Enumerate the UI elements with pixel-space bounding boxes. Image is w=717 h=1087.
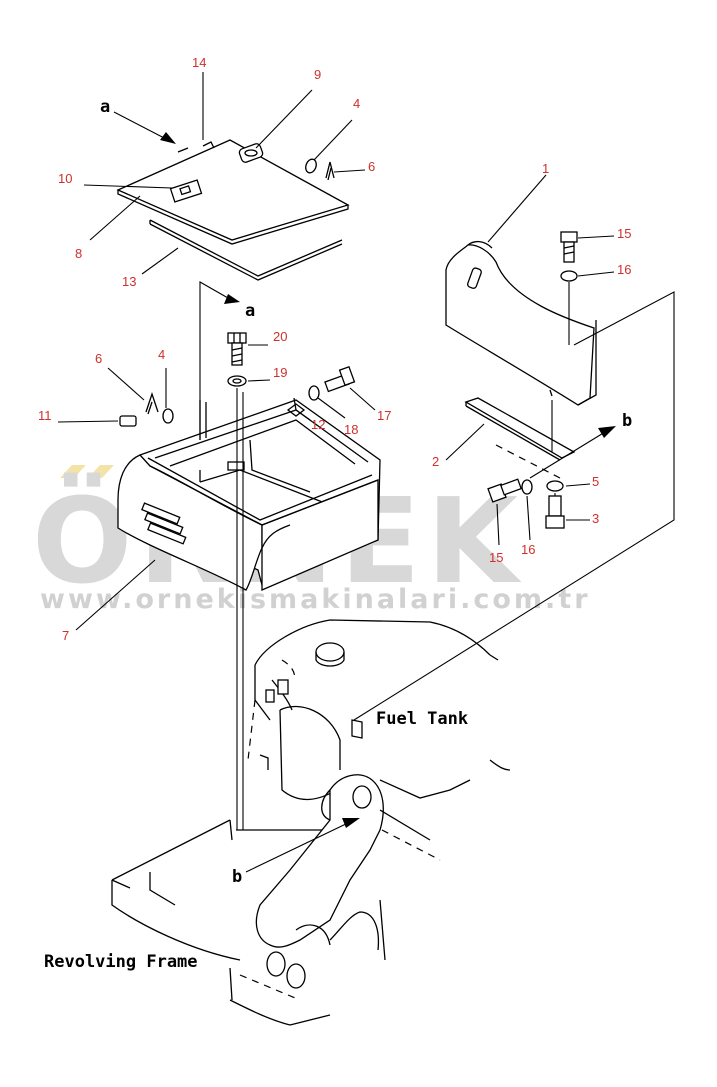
cover-part — [116, 139, 350, 245]
callout-3: 3 — [592, 511, 599, 526]
bolt-15-bottom — [487, 478, 523, 503]
top-pin-parts — [305, 158, 335, 181]
callouts: 14 9 4 6 10 8 13 1 15 16 20 19 17 18 12 … — [38, 55, 631, 643]
washer-16-top — [560, 270, 578, 282]
washer-19 — [227, 375, 247, 387]
callout-2: 2 — [432, 454, 439, 469]
callout-6-left: 6 — [95, 351, 102, 366]
washer-5 — [546, 480, 564, 492]
seal-part — [149, 219, 343, 281]
view-ref-b-bottom: b — [232, 867, 242, 887]
callout-14: 14 — [192, 55, 206, 70]
leader-lines — [57, 72, 675, 873]
callout-4-top: 4 — [353, 96, 360, 111]
side-cover-part — [445, 240, 597, 406]
callout-6-top: 6 — [368, 159, 375, 174]
callout-12: 12 — [311, 417, 325, 432]
washer-18 — [308, 385, 320, 401]
plate-part — [464, 397, 576, 461]
bolt-20 — [227, 332, 247, 366]
callout-18: 18 — [344, 422, 358, 437]
callout-16-top: 16 — [617, 262, 631, 277]
callout-13: 13 — [122, 274, 136, 289]
callout-8: 8 — [75, 246, 82, 261]
callout-5: 5 — [592, 474, 599, 489]
callout-4-left: 4 — [158, 347, 165, 362]
callout-7: 7 — [62, 628, 69, 643]
revolving-frame-body — [111, 774, 471, 1026]
view-ref-a-top: a — [100, 97, 110, 117]
left-small-parts — [119, 391, 306, 427]
callout-16-bottom: 16 — [521, 542, 535, 557]
callout-9: 9 — [314, 67, 321, 82]
watermark-accent-2 — [88, 465, 114, 478]
callout-10: 10 — [58, 171, 72, 186]
callout-15-top: 15 — [617, 226, 631, 241]
view-ref-a-middle: a — [245, 301, 255, 321]
washer-16-bottom — [521, 479, 533, 495]
bolt-3 — [545, 495, 565, 529]
watermark-url: www.ornekismakinalari.com.tr — [40, 584, 591, 615]
revolving-frame-label: Revolving Frame — [44, 952, 198, 972]
fuel-tank-label: Fuel Tank — [376, 709, 468, 729]
callout-20: 20 — [273, 329, 287, 344]
bolt-17 — [324, 365, 356, 393]
watermark-accent-1 — [60, 465, 86, 478]
view-ref-b-right: b — [622, 411, 632, 431]
callout-1: 1 — [542, 161, 549, 176]
callout-15-bottom: 15 — [489, 550, 503, 565]
callout-11: 11 — [38, 408, 52, 423]
bolt-15-top — [560, 231, 578, 263]
callout-19: 19 — [273, 365, 287, 380]
callout-17: 17 — [377, 408, 391, 423]
fuel-tank-body — [247, 619, 511, 801]
